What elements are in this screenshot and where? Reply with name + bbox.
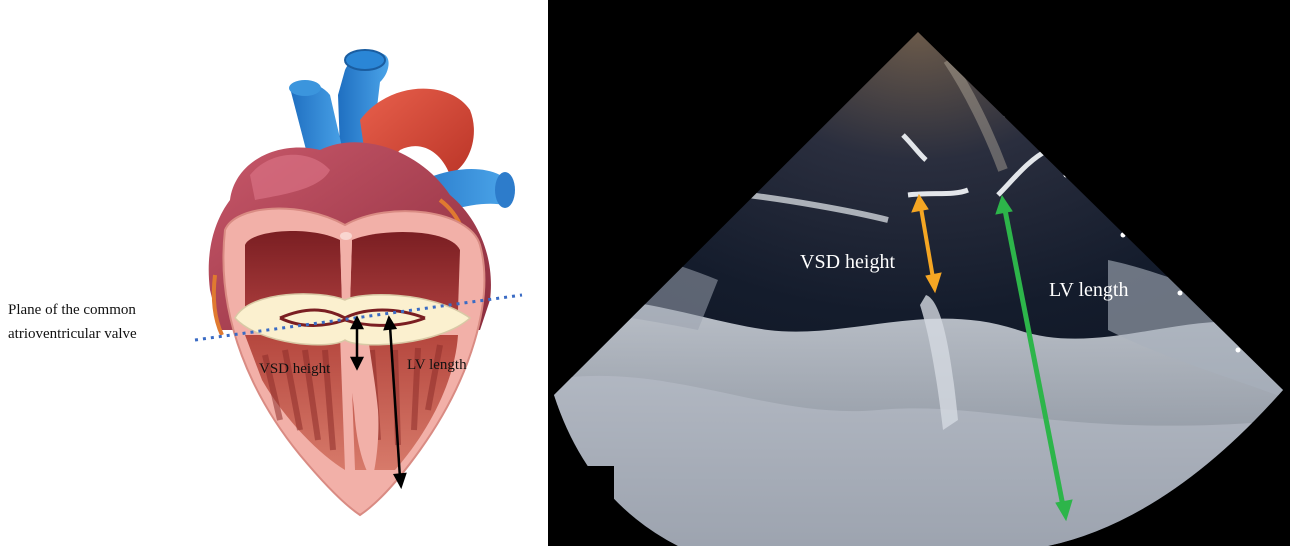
heart-illustration: Plane of the common atrioventricular val… bbox=[0, 0, 548, 546]
schematic-vsd-height-label: VSD height bbox=[259, 361, 331, 377]
echo-lv-length-label: LV length bbox=[1049, 279, 1128, 301]
echocardiogram-panel: VSD height LV length bbox=[548, 0, 1290, 546]
echo-vsd-height-label: VSD height bbox=[800, 251, 895, 273]
plane-label-line2: atrioventricular valve bbox=[8, 326, 137, 342]
heart-schematic-panel: Plane of the common atrioventricular val… bbox=[0, 0, 548, 546]
echo-image: VSD height LV length bbox=[548, 0, 1290, 546]
black-corner-box bbox=[548, 466, 614, 522]
schematic-lv-length-label: LV length bbox=[407, 357, 467, 373]
plane-label-line1: Plane of the common bbox=[8, 302, 136, 318]
